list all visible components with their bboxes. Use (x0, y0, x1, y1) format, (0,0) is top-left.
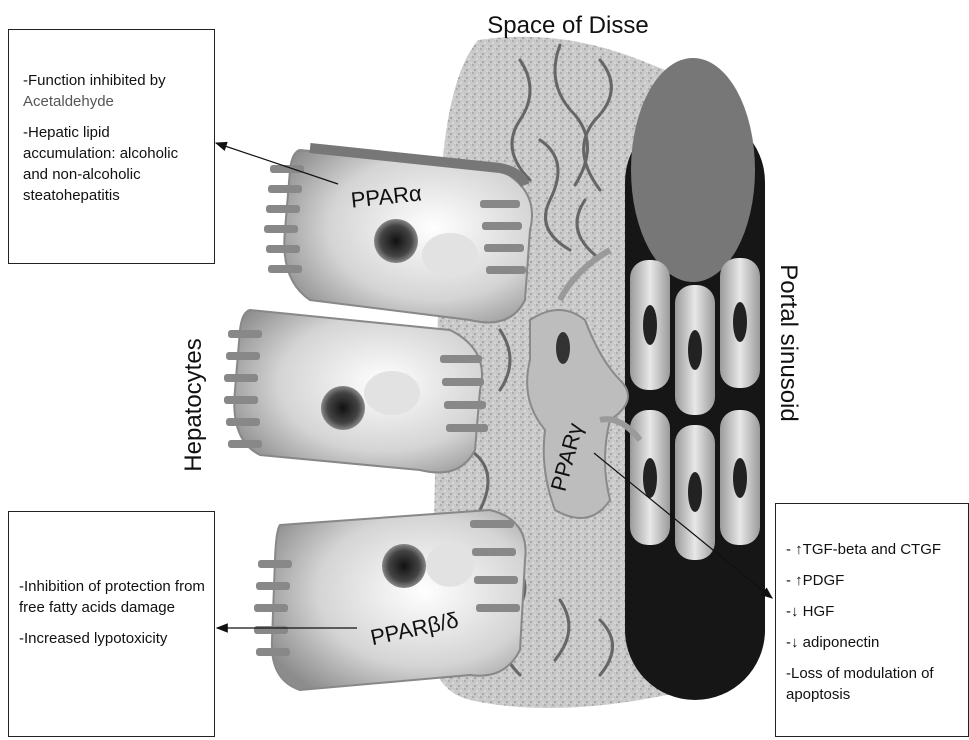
alpha-line1-prefix: -Function inhibited by (23, 72, 166, 89)
gamma-item: - ↑PDGF (786, 570, 962, 591)
gamma-item: - ↑TGF-beta and CTGF (786, 539, 962, 560)
hepatocyte-beta-delta (254, 510, 526, 690)
hepatocyte-alpha (264, 148, 532, 323)
red-blood-cell (631, 58, 755, 282)
hepatocytes-label: Hepatocytes (180, 338, 207, 471)
alpha-line1-term: Acetaldehyde (23, 93, 114, 110)
alpha-function-inhibited: -Function inhibited by Acetaldehyde (23, 70, 206, 112)
beta-lypotoxicity: -Increased lypotoxicity (19, 628, 206, 649)
gamma-item: -Loss of modulation of apoptosis (786, 663, 962, 705)
portal-sinusoid-label: Portal sinusoid (775, 264, 802, 421)
gamma-item: -↓ adiponectin (786, 632, 962, 653)
ppar-gamma-annotation-box: - ↑TGF-beta and CTGF - ↑PDGF -↓ HGF -↓ a… (775, 503, 969, 737)
ppar-alpha-annotation-box: -Function inhibited by Acetaldehyde -Hep… (8, 29, 215, 264)
alpha-lipid-accumulation: -Hepatic lipid accumulation: alcoholic a… (23, 122, 206, 206)
ppar-beta-delta-annotation-box: -Inhibition of protection from free fatt… (8, 511, 215, 737)
gamma-item: -↓ HGF (786, 601, 962, 622)
beta-inhibition-protection: -Inhibition of protection from free fatt… (19, 576, 206, 618)
space-of-disse-label: Space of Disse (487, 12, 648, 39)
hepatocyte-middle (224, 310, 488, 473)
